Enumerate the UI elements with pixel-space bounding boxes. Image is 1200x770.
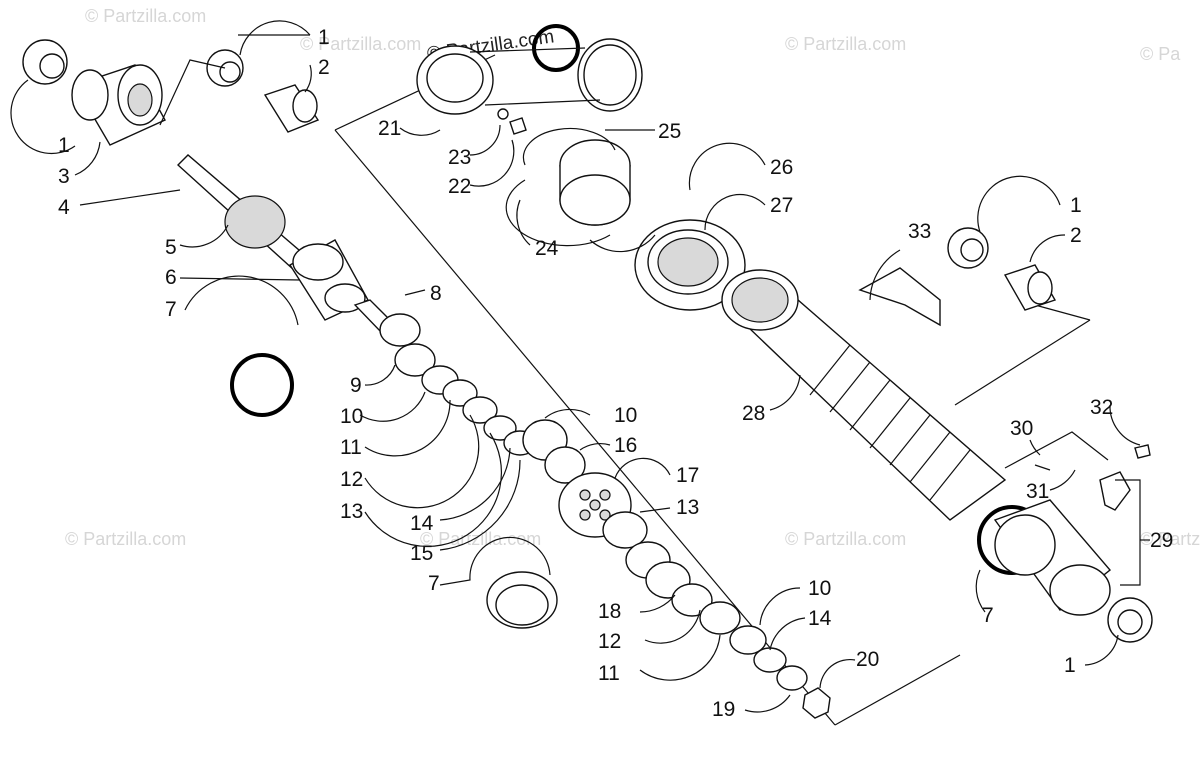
callout-label: 3 (58, 165, 70, 188)
callout-label: 24 (535, 237, 559, 260)
callout-label: 4 (58, 196, 70, 219)
watermark: © Partzilla.com (85, 6, 206, 26)
callout-label: 25 (658, 120, 681, 143)
watermark: © Partzilla.com (300, 34, 421, 54)
leader-lines (10, 20, 1150, 713)
sleeve (263, 84, 320, 133)
callout-label: 2 (1070, 224, 1082, 247)
cover-shield (858, 267, 941, 327)
watermark: © Pa (1140, 44, 1181, 64)
nut (802, 687, 831, 719)
callout-label: 30 (1010, 417, 1033, 440)
callout-label: 1 (1070, 194, 1082, 217)
callout-label: 2 (318, 56, 330, 79)
callout-label: 1 (1064, 654, 1076, 677)
bushing-bottom-right (1107, 597, 1153, 643)
watermark: © Partzilla.com (785, 529, 906, 549)
watermark: © Partzilla.com (785, 34, 906, 54)
reservoir-cap (416, 45, 494, 115)
snap-ring-small (497, 108, 509, 120)
callout-label: 10 (614, 404, 637, 427)
callout-label: 17 (676, 464, 699, 487)
callout-label: 26 (770, 156, 793, 179)
callout-numbers: 1 2 1 3 4 5 6 7 7 21 23 22 25 24 26 27 8… (58, 26, 1173, 721)
callout-label: 12 (598, 630, 621, 653)
watermark: © Partzilla.com (65, 529, 186, 549)
callout-label: 1 (58, 134, 70, 157)
callout-label: 29 (1150, 529, 1173, 552)
o-ring (230, 353, 294, 417)
o-ring-small (1034, 464, 1051, 471)
callout-label: 7 (428, 572, 440, 595)
callout-label: 18 (598, 600, 621, 623)
valve-cap (1134, 444, 1151, 459)
callout-label: 11 (340, 436, 362, 459)
callout-label: 5 (165, 236, 177, 259)
callout-label: 33 (908, 220, 931, 243)
callout-label: 14 (808, 607, 832, 630)
body-threads (809, 344, 971, 501)
callout-label: 1 (318, 26, 330, 49)
callout-label: 7 (165, 298, 177, 321)
piston-rod (176, 154, 322, 281)
shim-stack-lower (602, 511, 808, 691)
seal-ring-top (577, 38, 643, 112)
callout-label: 10 (808, 577, 831, 600)
bushing-top-left (22, 39, 68, 85)
callout-label: 27 (770, 194, 793, 217)
callout-label: 14 (410, 512, 434, 535)
piston-band (486, 571, 558, 629)
bushing-right (947, 227, 989, 269)
callout-label: 23 (448, 146, 471, 169)
callout-label: 28 (742, 402, 765, 425)
callout-label: 10 (340, 405, 363, 428)
shock-body (721, 269, 1007, 521)
callout-label: 19 (712, 698, 735, 721)
seal-ring (522, 127, 616, 166)
callout-label: 21 (378, 117, 401, 140)
callout-label: 15 (410, 542, 433, 565)
rod-eye (71, 64, 166, 146)
callout-label: 11 (598, 662, 620, 685)
callout-label: 12 (340, 468, 363, 491)
callout-label: 16 (614, 434, 637, 457)
assembly-boundary (834, 654, 961, 726)
valve-body (1099, 471, 1131, 511)
shim-stack (379, 313, 586, 484)
assembly-boundary (1034, 304, 1091, 321)
watermark: © Partzilla.com (1140, 529, 1200, 549)
lower-eye (993, 499, 1112, 616)
callout-label: 13 (676, 496, 699, 519)
callout-label: 22 (448, 175, 471, 198)
callout-label: 31 (1026, 480, 1049, 503)
callout-label: 6 (165, 266, 177, 289)
floating-piston (559, 139, 631, 226)
valve-screw (509, 117, 527, 135)
sleeve-right (1003, 264, 1057, 311)
callout-label: 8 (430, 282, 442, 305)
callout-label: 7 (982, 604, 994, 627)
callout-label: 32 (1090, 396, 1113, 419)
spring-adjuster (634, 219, 746, 311)
callout-label: 13 (340, 500, 363, 523)
callout-label: 20 (856, 648, 879, 671)
watermark: © Partzilla.com (420, 529, 541, 549)
seal-ring (505, 179, 611, 247)
assembly-boundary (954, 319, 1091, 406)
callout-label: 9 (350, 374, 362, 397)
rod-guide (289, 239, 369, 321)
